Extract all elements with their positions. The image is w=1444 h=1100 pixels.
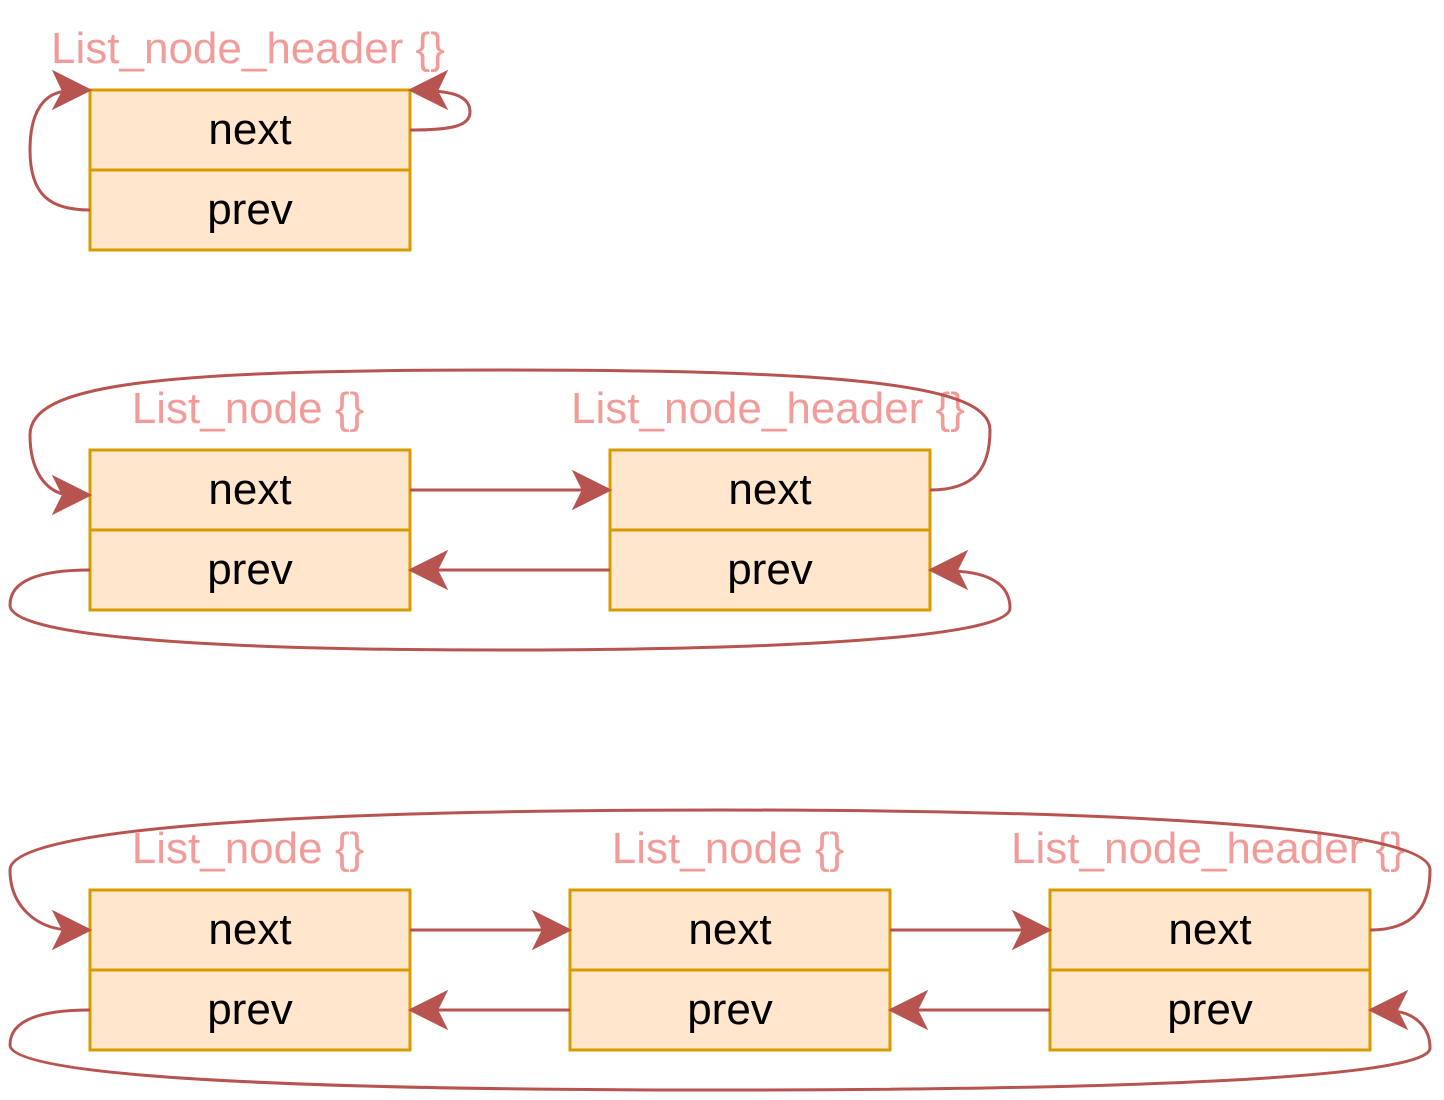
node-label: List_node_header {}: [571, 384, 965, 433]
prev-field: [608, 528, 932, 612]
wrap-prev-arrowhead: [1367, 989, 1409, 1031]
prev-arrowhead: [887, 989, 929, 1031]
node-label: List_node_header {}: [51, 24, 445, 73]
next-arrowhead: [571, 469, 613, 511]
list-node-header: next prev: [1048, 888, 1372, 1052]
list-node-header: next prev: [88, 88, 412, 252]
wrap-prev-arrowhead: [927, 549, 969, 591]
prev-field-label: prev: [207, 545, 293, 594]
wrap-next-arrowhead: [51, 474, 93, 516]
next-field-label: next: [208, 105, 291, 154]
list-node-header: next prev: [608, 448, 932, 612]
next-field-label: next: [688, 905, 771, 954]
prev-field-label: prev: [207, 985, 293, 1034]
wrap-next-edge: [8, 808, 1432, 932]
next-field: [88, 888, 412, 972]
prev-self-arrowhead: [51, 69, 93, 111]
prev-field: [88, 168, 412, 252]
prev-arrowhead: [407, 549, 449, 591]
node-label: List_node {}: [612, 824, 844, 873]
wrap-next-arrowhead: [51, 909, 93, 951]
wrap-next-edge: [28, 368, 992, 497]
prev-field: [1048, 968, 1372, 1052]
list-node: next prev: [88, 888, 412, 1052]
prev-field-label: prev: [207, 185, 293, 234]
next-field-label: next: [208, 465, 291, 514]
next-field-label: next: [1168, 905, 1251, 954]
next-field-label: next: [728, 465, 811, 514]
list-node: next prev: [568, 888, 892, 1052]
diagram-empty-list: List_node_header {} next prev: [28, 24, 472, 252]
node-label: List_node {}: [132, 384, 364, 433]
prev-arrowhead: [407, 989, 449, 1031]
wrap-prev-edge: [8, 568, 1012, 652]
next-self-edge: [409, 89, 472, 132]
prev-field-label: prev: [1167, 985, 1253, 1034]
next-arrowhead: [1011, 909, 1053, 951]
prev-field-label: prev: [687, 985, 773, 1034]
list-node: next prev: [88, 448, 412, 612]
node-label: List_node {}: [132, 824, 364, 873]
prev-field: [568, 968, 892, 1052]
prev-self-edge: [28, 89, 91, 212]
next-field: [568, 888, 892, 972]
node-label: List_node_header {}: [1011, 824, 1405, 873]
next-arrowhead: [531, 909, 573, 951]
prev-field-label: prev: [727, 545, 813, 594]
next-field-label: next: [208, 905, 291, 954]
diagram-one-element-list: List_node {} List_node_header {} next pr…: [8, 368, 1012, 652]
wrap-prev-edge: [8, 1008, 1432, 1092]
diagram-two-element-list: List_node {} List_node {} List_node_head…: [8, 808, 1432, 1092]
next-field: [88, 88, 412, 172]
next-self-arrowhead: [407, 69, 449, 111]
